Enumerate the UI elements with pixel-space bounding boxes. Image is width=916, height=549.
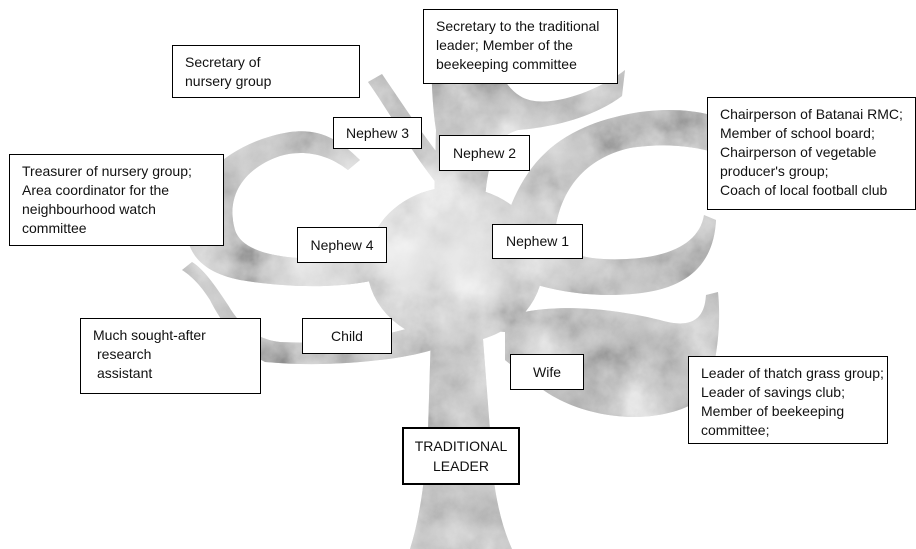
root-traditional-leader: TRADITIONAL LEADER [402, 427, 520, 485]
role-line: committee [22, 220, 87, 236]
role-line: nursery group [185, 73, 272, 89]
relation-wife: Wife [510, 354, 584, 390]
role-line: Secretary to the traditional [436, 18, 600, 34]
relation-nephew-3: Nephew 3 [333, 117, 422, 149]
role-line: Treasurer of nursery group; [22, 163, 192, 179]
role-line: leader; Member of the [436, 37, 573, 53]
relation-nephew-2: Nephew 2 [439, 135, 530, 171]
roles-nephew-3: Secretary of nursery group [172, 45, 360, 98]
role-line: Leader of savings club; [701, 384, 845, 400]
role-line: Leader of thatch grass group; [701, 365, 884, 381]
root-label-line-2: LEADER [432, 458, 490, 474]
roles-child: Much sought-after research assistant [80, 318, 261, 394]
relation-nephew-1: Nephew 1 [492, 224, 583, 259]
role-line: committee; [701, 422, 770, 438]
role-line: neighbourhood watch [22, 201, 156, 217]
role-line: assistant [97, 365, 153, 381]
role-line: Area coordinator for the [22, 182, 170, 198]
relation-nephew-4: Nephew 4 [297, 227, 387, 263]
role-line: Member of beekeeping [701, 403, 845, 419]
relation-child: Child [302, 318, 392, 354]
role-line: Member of school board; [720, 125, 875, 141]
roles-nephew-4: Treasurer of nursery group; Area coordin… [9, 154, 224, 246]
role-line: Secretary of [185, 54, 261, 70]
roles-wife: Leader of thatch grass group; Leader of … [688, 356, 888, 444]
roles-nephew-2: Secretary to the traditional leader; Mem… [423, 9, 618, 84]
role-line: producer's group; [720, 163, 829, 179]
role-line: Much sought-after [93, 327, 206, 343]
role-line: Chairperson of vegetable [720, 144, 877, 160]
role-line: beekeeping committee [436, 56, 577, 72]
root-label-line-1: TRADITIONAL [414, 438, 508, 454]
role-line: Chairperson of Batanai RMC; [720, 106, 903, 122]
role-line: research [97, 346, 152, 362]
role-line: Coach of local football club [720, 182, 888, 198]
roles-nephew-1: Chairperson of Batanai RMC; Member of sc… [707, 97, 916, 210]
